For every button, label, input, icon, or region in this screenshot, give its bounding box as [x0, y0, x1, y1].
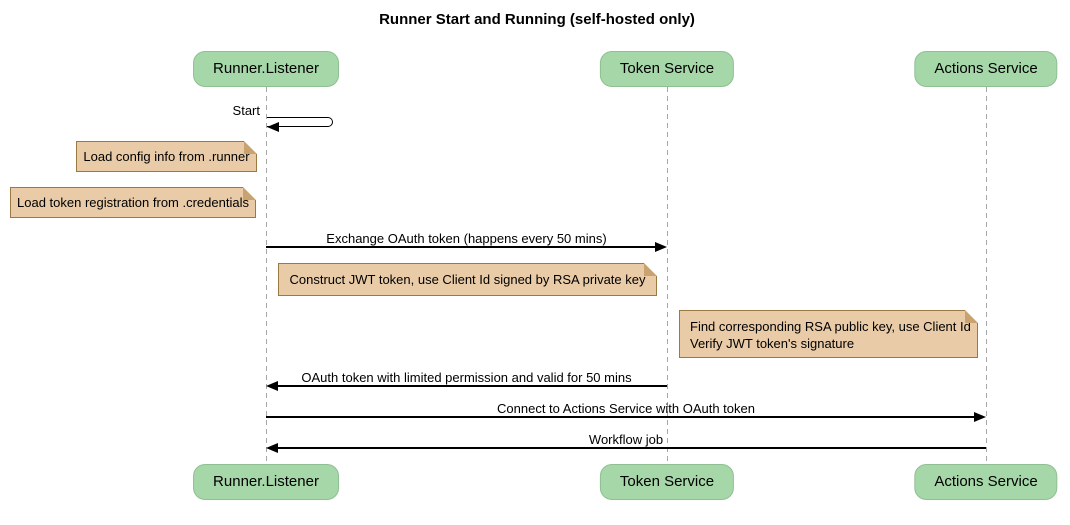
note-verify-jwt-line1: Find corresponding RSA public key, use C…: [690, 319, 971, 334]
arrowhead-right-icon: [974, 412, 986, 422]
note-construct-jwt: Construct JWT token, use Client Id signe…: [278, 263, 657, 296]
message-line-connect-actions: [266, 416, 975, 418]
lifeline-runner-listener: [266, 87, 267, 465]
message-label-oauth-token-back: OAuth token with limited permission and …: [301, 370, 632, 385]
note-verify-jwt: Find corresponding RSA public key, use C…: [679, 310, 978, 358]
diagram-title: Runner Start and Running (self-hosted on…: [379, 11, 695, 28]
lifeline-actions-service: [986, 87, 987, 465]
arrowhead-left-icon: [266, 443, 278, 453]
participant-runner-listener-bottom: Runner.Listener: [193, 464, 339, 500]
note-load-config: Load config info from .runner: [76, 141, 257, 172]
message-line-oauth-token-back: [277, 385, 667, 387]
lifeline-token-service: [667, 87, 668, 465]
message-line-workflow-job: [277, 447, 986, 449]
note-load-token-registration: Load token registration from .credential…: [10, 187, 256, 218]
self-message-loop: [267, 117, 333, 127]
arrowhead-right-icon: [655, 242, 667, 252]
message-label-workflow-job: Workflow job: [588, 432, 664, 447]
message-label-start: Start: [232, 103, 260, 118]
message-line-exchange-oauth: [266, 246, 656, 248]
arrowhead-left-icon: [267, 122, 279, 132]
participant-actions-service-bottom: Actions Service: [914, 464, 1058, 500]
message-label-connect-actions: Connect to Actions Service with OAuth to…: [497, 401, 755, 416]
participant-actions-service-top: Actions Service: [914, 51, 1058, 87]
note-verify-jwt-line2: Verify JWT token's signature: [690, 336, 855, 351]
participant-runner-listener-top: Runner.Listener: [193, 51, 339, 87]
arrowhead-left-icon: [266, 381, 278, 391]
participant-token-service-bottom: Token Service: [599, 464, 735, 500]
message-label-exchange-oauth: Exchange OAuth token (happens every 50 m…: [326, 231, 607, 246]
participant-token-service-top: Token Service: [599, 51, 735, 87]
